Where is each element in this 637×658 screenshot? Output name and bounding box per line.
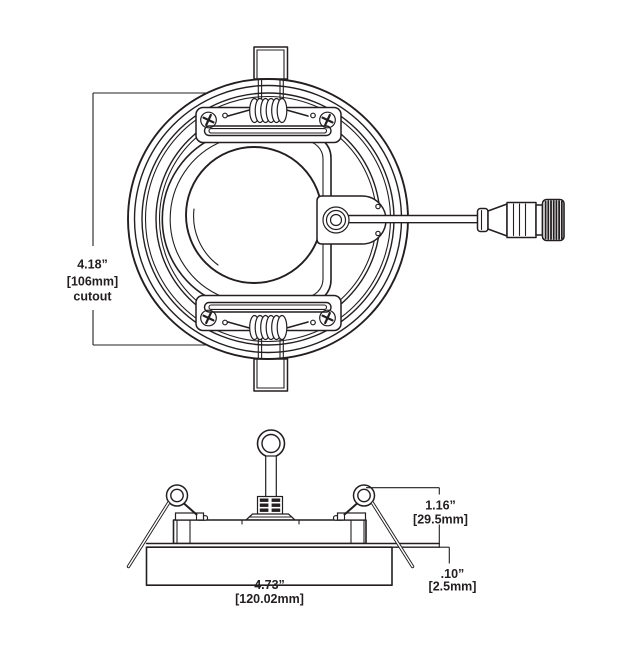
cable-wire <box>341 214 479 224</box>
hanger-eyelet-center <box>244 429 297 521</box>
spring-coil-top <box>249 97 288 124</box>
torsion-spring-right <box>336 484 415 569</box>
phillips-screw-icon <box>200 309 217 327</box>
hanger-coil <box>256 495 284 516</box>
mounting-tab-stem-bottom <box>257 336 284 360</box>
bracket-slot <box>203 125 332 137</box>
top-view: 4.18” [106mm] cutout <box>67 46 565 392</box>
bracket-hole <box>310 112 316 119</box>
cutout-dimension-value: 4.18” <box>77 258 108 272</box>
bracket-hole <box>222 319 228 326</box>
mounting-tab-bottom <box>253 358 289 392</box>
rivet <box>375 230 381 237</box>
height-dimension-metric: [29.5mm] <box>413 513 468 527</box>
bracket-slot <box>203 301 332 313</box>
height-dimension-value: 1.16” <box>425 499 456 513</box>
hanger-stem <box>265 455 277 498</box>
mounting-tab-stem-top <box>257 78 284 102</box>
cutout-dimension-note: cutout <box>73 290 112 304</box>
bracket-hole <box>222 112 228 119</box>
cable-grommet <box>322 203 381 237</box>
mounting-tab-top <box>253 46 289 80</box>
width-dimension-value: 4.73” <box>254 578 285 592</box>
dimension-lip: .10” [2.5mm] <box>429 546 477 594</box>
lip-dimension-value: .10” <box>441 567 465 581</box>
phillips-screw-icon <box>200 111 217 129</box>
dimension-width: 4.73” [120.02mm] <box>146 578 392 606</box>
bracket-hole <box>310 319 316 326</box>
lens-opening <box>185 146 323 284</box>
width-dimension-metric: [120.02mm] <box>235 592 304 606</box>
mounting-bracket-top <box>195 106 342 144</box>
side-view: 1.16” [29.5mm] .10” [2.5mm] 4.73” [120.0… <box>126 429 477 606</box>
trim-bezel <box>145 546 393 587</box>
cable-connector <box>476 198 565 242</box>
lip-dimension-metric: [2.5mm] <box>429 580 477 594</box>
knurled-cap <box>541 198 565 242</box>
spring-coil-bottom <box>249 314 288 341</box>
dimension-cutout: 4.18” [106mm] cutout <box>67 92 207 346</box>
cutout-dimension-metric: [106mm] <box>67 275 118 289</box>
rivet <box>375 203 381 210</box>
phillips-screw-icon <box>319 309 336 327</box>
phillips-screw-icon <box>319 111 336 129</box>
dimension-height: 1.16” [29.5mm] <box>366 487 468 544</box>
torsion-spring-left <box>126 484 205 569</box>
